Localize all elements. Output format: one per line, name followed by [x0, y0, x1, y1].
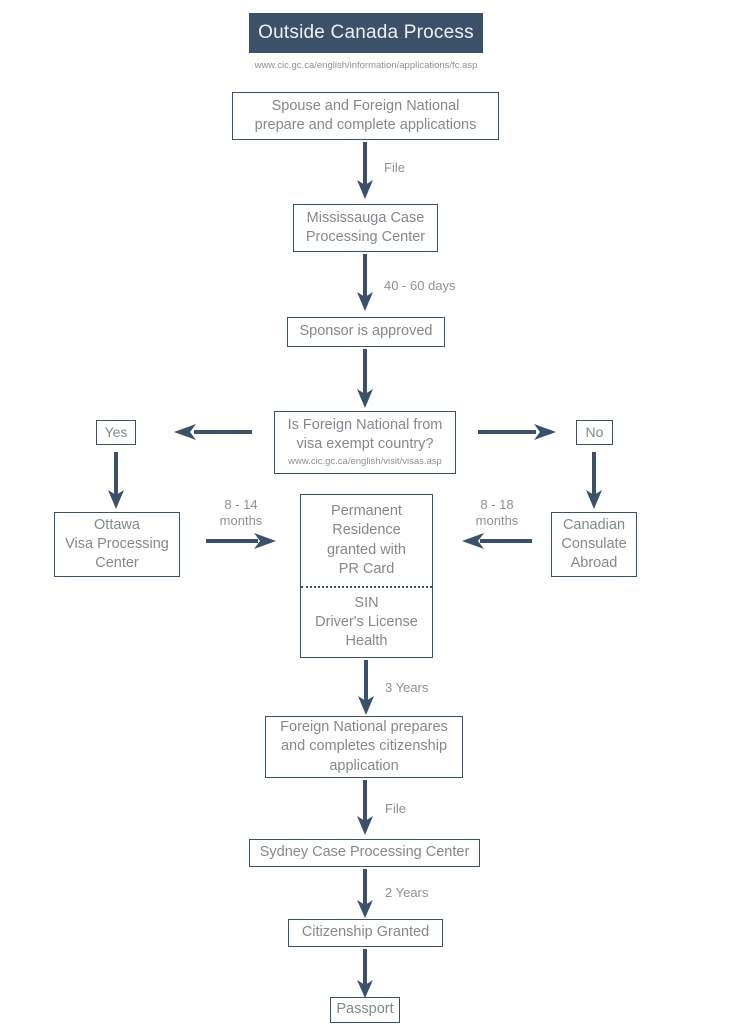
edge-label-8-14-months: 8 - 14 months — [206, 497, 276, 530]
edge-label-line: months — [475, 513, 519, 529]
arrow-mississauga-to-sponsor — [356, 254, 374, 312]
node-line: Foreign National prepares — [280, 719, 448, 736]
node-line: SIN — [354, 594, 379, 611]
node-passport: Passport — [330, 997, 400, 1023]
node-line: visa exempt country? — [296, 436, 434, 453]
node-permanent-residence-top: Permanent Residence granted with PR Card — [301, 495, 432, 588]
edge-label-file-1: File — [384, 160, 405, 175]
node-line: Residence — [332, 522, 401, 539]
edge-label-line: 8 - 18 — [480, 497, 514, 512]
node-line: Abroad — [570, 555, 618, 572]
node-line: Sponsor is approved — [299, 323, 433, 340]
node-line: Spouse and Foreign National — [271, 97, 460, 114]
title-url-caption: www.cic.gc.ca/english/information/applic… — [254, 60, 478, 71]
arrow-sponsor-to-question — [356, 349, 374, 409]
node-no: No — [576, 420, 613, 445]
arrow-yes-to-ottawa — [107, 452, 125, 510]
node-yes: Yes — [96, 420, 136, 445]
node-line: granted with — [327, 541, 406, 558]
node-line: Canadian — [562, 516, 626, 533]
node-mississauga-case-processing-center: Mississauga Case Processing Center — [293, 204, 438, 252]
arrow-sydney-to-citizenship-granted — [356, 869, 374, 919]
node-spouse-application: Spouse and Foreign National prepare and … — [232, 92, 499, 140]
node-line: Center — [95, 555, 139, 572]
node-line: Sydney Case Processing Center — [259, 844, 470, 861]
node-line: Is Foreign National from — [287, 417, 443, 434]
edge-label-line: months — [219, 513, 263, 529]
node-line: Permanent — [331, 503, 402, 520]
node-line: Processing Center — [305, 229, 426, 245]
node-canadian-consulate-abroad: Canadian Consulate Abroad — [551, 512, 637, 577]
node-citizenship-application: Foreign National prepares and completes … — [265, 716, 463, 778]
arrow-question-to-no — [478, 423, 556, 441]
arrow-citizenship-application-to-sydney — [356, 780, 374, 836]
node-line: application — [329, 757, 399, 774]
node-visa-exempt-question: Is Foreign National from visa exempt cou… — [274, 411, 456, 474]
diagram-title: Outside Canada Process — [258, 22, 474, 43]
edge-label-40-60-days: 40 - 60 days — [384, 278, 456, 293]
node-line: PR Card — [338, 560, 395, 577]
edge-label-2-years: 2 Years — [385, 885, 429, 900]
node-line: Consulate — [561, 535, 627, 552]
node-line: Mississauga Case — [306, 209, 425, 226]
diagram-title-banner: Outside Canada Process — [249, 13, 483, 53]
arrow-question-to-yes — [174, 423, 252, 441]
edge-label-file-2: File — [385, 801, 406, 816]
edge-label-line: 8 - 14 — [224, 497, 258, 512]
arrow-spouse-to-mississauga — [356, 142, 374, 200]
arrow-consulate-to-permanent-residence — [462, 532, 532, 550]
node-line: and completes citizenship — [280, 738, 448, 755]
arrow-ottawa-to-permanent-residence — [206, 532, 276, 550]
arrow-permanent-residence-to-citizenship-application — [357, 660, 375, 716]
node-line: Health — [345, 633, 388, 650]
visa-exempt-url-caption: www.cic.gc.ca/english/visit/visas.asp — [288, 456, 442, 468]
node-ottawa-visa-processing-center: Ottawa Visa Processing Center — [54, 512, 180, 577]
node-line: Ottawa — [94, 516, 140, 533]
node-line: Visa Processing — [65, 535, 169, 552]
arrow-no-to-consulate — [585, 452, 603, 510]
node-permanent-residence: Permanent Residence granted with PR Card… — [300, 494, 433, 658]
node-sponsor-approved: Sponsor is approved — [287, 317, 445, 347]
node-line: Passport — [336, 1001, 394, 1018]
node-permanent-residence-bottom: SIN Driver's License Health — [301, 588, 432, 657]
edge-label-3-years: 3 Years — [385, 680, 429, 695]
node-line: No — [585, 424, 604, 441]
node-citizenship-granted: Citizenship Granted — [288, 919, 443, 947]
arrow-citizenship-granted-to-passport — [356, 949, 374, 999]
node-line: prepare and complete applications — [254, 117, 477, 133]
node-sydney-case-processing-center: Sydney Case Processing Center — [249, 839, 480, 867]
node-line: Driver's License — [315, 613, 418, 630]
node-line: Yes — [104, 424, 128, 441]
node-line: Citizenship Granted — [301, 924, 430, 941]
edge-label-8-18-months: 8 - 18 months — [462, 497, 532, 530]
